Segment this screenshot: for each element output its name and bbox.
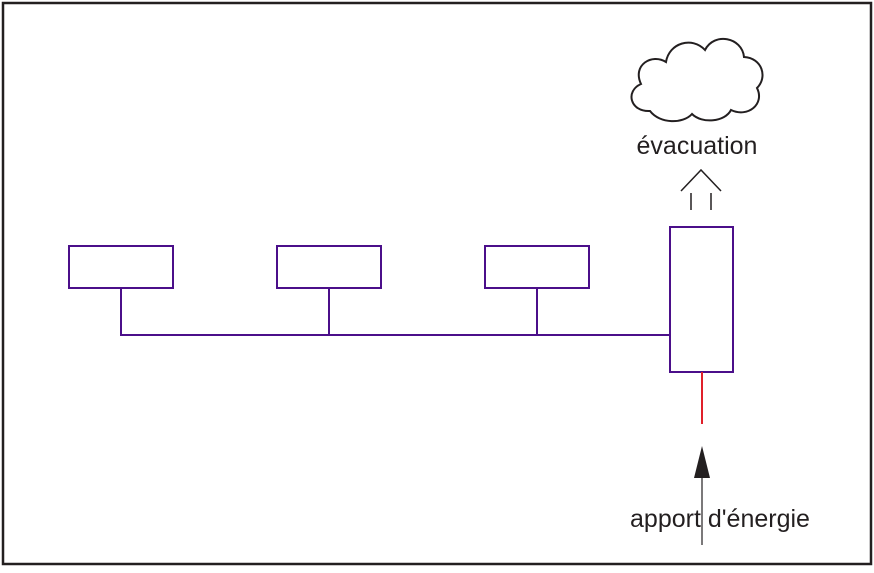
energy-input-label: apport d'énergie xyxy=(630,505,810,533)
emitter-box-1 xyxy=(68,245,174,289)
emitter-box-2 xyxy=(276,245,382,289)
exhaust-arrow-head xyxy=(680,168,722,192)
emitter-box-3 xyxy=(484,245,590,289)
smoke-cloud-icon xyxy=(630,37,764,123)
energy-arrow-head xyxy=(694,446,710,478)
exhaust-label: évacuation xyxy=(637,132,758,160)
generator-box xyxy=(669,226,734,373)
